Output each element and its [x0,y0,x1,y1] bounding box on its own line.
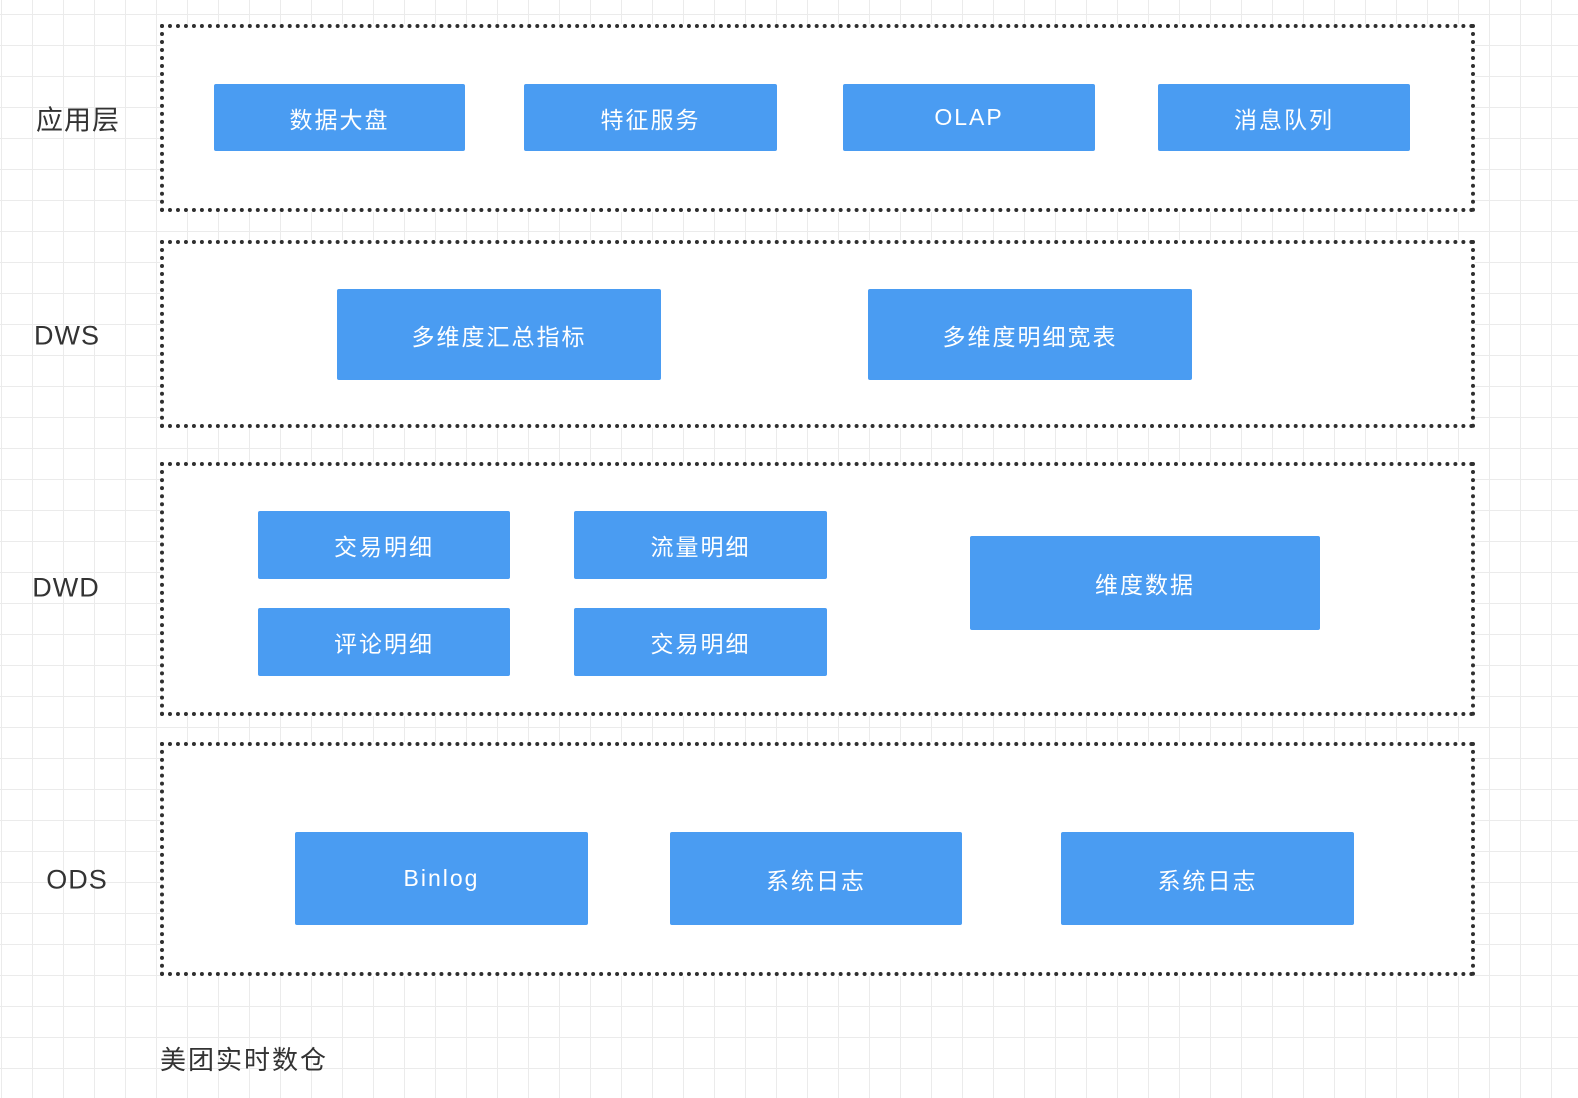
node-label: 评论明细 [334,631,434,657]
layer-label-dws: DWS [34,320,100,351]
layer-label-application: 应用层 [36,105,120,136]
node-trade-detail-2[interactable]: 交易明细 [574,608,827,676]
node-label: 多维度明细宽表 [942,323,1118,350]
layer-label-dwd: DWD [32,572,100,603]
node-label: 特征服务 [600,106,701,133]
node-multidim-detail-wide-table[interactable]: 多维度明细宽表 [868,289,1192,380]
node-comment-detail[interactable]: 评论明细 [258,608,510,676]
node-label: 流量明细 [650,534,751,560]
node-label: 交易明细 [334,534,434,560]
node-label: 多维度汇总指标 [411,323,587,350]
node-label: 系统日志 [1157,867,1258,894]
node-label: 系统日志 [766,867,866,894]
node-system-log-2[interactable]: 系统日志 [1061,832,1354,925]
diagram-title: 美团实时数仓 [160,1045,329,1075]
node-multidim-summary-metrics[interactable]: 多维度汇总指标 [337,289,661,380]
node-feature-service[interactable]: 特征服务 [524,84,777,151]
node-dimension-data[interactable]: 维度数据 [970,536,1320,630]
node-olap[interactable]: OLAP [843,84,1095,151]
node-label: 维度数据 [1095,572,1195,598]
node-label: 消息队列 [1234,106,1334,133]
node-binlog[interactable]: Binlog [295,832,588,925]
node-label: OLAP [934,104,1004,130]
layer-label-ods: ODS [46,864,108,895]
node-message-queue[interactable]: 消息队列 [1158,84,1410,151]
node-traffic-detail[interactable]: 流量明细 [574,511,827,579]
node-data-dashboard[interactable]: 数据大盘 [214,84,465,151]
node-label: Binlog [403,865,480,891]
node-trade-detail-1[interactable]: 交易明细 [258,511,510,579]
node-label: 数据大盘 [289,106,390,133]
node-system-log-1[interactable]: 系统日志 [670,832,962,925]
node-label: 交易明细 [650,631,751,657]
